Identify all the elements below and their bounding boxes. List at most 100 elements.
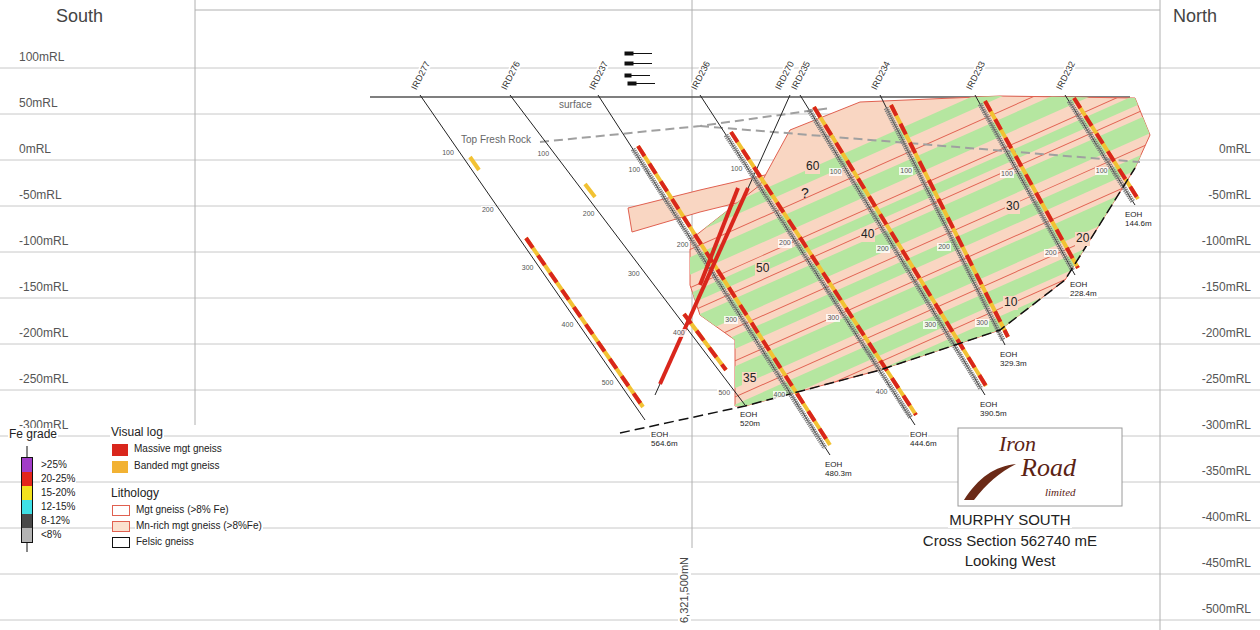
green-band bbox=[618, 181, 1260, 497]
frame-line bbox=[195, 0, 196, 425]
legend-text: >25% bbox=[40, 459, 68, 471]
section-subtitle: Cross Section 562740 mE bbox=[922, 532, 1098, 549]
depth-tick: 200 bbox=[1044, 249, 1058, 257]
drill-hole bbox=[880, 95, 1005, 345]
grade-logs bbox=[633, 101, 1133, 448]
depth-tick: 200 bbox=[778, 239, 792, 247]
boundary-line bbox=[615, 175, 1260, 480]
mark-line bbox=[633, 53, 652, 54]
eoh-label: EOH bbox=[739, 410, 758, 419]
domain-number: 60 bbox=[805, 160, 820, 174]
grade-log bbox=[726, 135, 911, 418]
eoh-label: EOH bbox=[979, 400, 998, 409]
mark bbox=[625, 52, 633, 55]
intercept-line bbox=[660, 188, 748, 384]
visual-log bbox=[731, 132, 916, 415]
grid-line bbox=[0, 574, 1260, 575]
northing-label: 6,321,500mN bbox=[678, 556, 691, 624]
collar-marks bbox=[625, 52, 655, 85]
eoh-depth: 329.3m bbox=[999, 359, 1028, 368]
mark-line bbox=[631, 75, 650, 76]
surface-label: surface bbox=[558, 99, 593, 111]
depth-tick: 300 bbox=[627, 270, 641, 278]
domain-boundaries bbox=[542, 11, 1260, 480]
mark bbox=[628, 82, 636, 85]
hole-name: IRD276 bbox=[499, 58, 523, 92]
grade-log bbox=[980, 104, 1073, 271]
drill-hole bbox=[1065, 95, 1135, 205]
depth-tick: 100 bbox=[536, 150, 550, 158]
eoh-depth: 444.6m bbox=[909, 439, 938, 448]
intercept-line bbox=[700, 188, 738, 285]
legend-swatch bbox=[22, 514, 32, 528]
legend-heading: Visual log bbox=[110, 426, 164, 440]
logo-box: IronRoadlimited bbox=[958, 428, 1122, 506]
stripe-group bbox=[531, 0, 1260, 497]
boundary-line bbox=[590, 120, 1260, 425]
hole-name: IRD277 bbox=[409, 58, 433, 92]
depth-tick: 100 bbox=[628, 166, 642, 174]
depth-tick: 100 bbox=[441, 149, 455, 157]
drill-hole bbox=[420, 95, 645, 420]
depth-tick: 300 bbox=[923, 321, 937, 329]
legend-swatch bbox=[112, 461, 128, 473]
legend-swatch bbox=[112, 521, 130, 532]
drill-hole bbox=[700, 95, 915, 425]
depth-tick: 400 bbox=[773, 391, 787, 399]
legend-swatch bbox=[112, 444, 128, 456]
depth-tick: 100 bbox=[730, 165, 744, 173]
rl-label: -450mRL bbox=[1201, 557, 1252, 571]
section-title: MURPHY SOUTH bbox=[948, 511, 1071, 528]
legend-text: 15-20% bbox=[40, 487, 76, 499]
visual-log bbox=[526, 238, 643, 407]
visual-log bbox=[1074, 98, 1138, 199]
rl-label: -500mRL bbox=[1201, 603, 1252, 617]
legend-text: Felsic gneiss bbox=[135, 536, 195, 548]
depth-tick: 400 bbox=[672, 329, 686, 337]
rl-label: -150mRL bbox=[18, 281, 69, 295]
legend-text: Mgt gneiss (>8% Fe) bbox=[135, 504, 230, 516]
eoh-depth: 390.5m bbox=[979, 409, 1008, 418]
drill-hole bbox=[975, 95, 1075, 275]
eoh-depth: 228.4m bbox=[1069, 289, 1098, 298]
direction-label: South bbox=[55, 6, 104, 27]
rl-grid bbox=[0, 68, 1260, 620]
rl-label: 100mRL bbox=[18, 51, 65, 65]
domain-number: 50 bbox=[755, 262, 770, 276]
visual-log bbox=[891, 105, 1008, 337]
legend-swatch bbox=[22, 458, 32, 472]
visual-logs-massive bbox=[526, 98, 1138, 445]
visual-log bbox=[985, 101, 1078, 268]
depth-tick: 200 bbox=[582, 210, 596, 218]
depth-tick: 200 bbox=[481, 206, 495, 214]
hole-name: IRD237 bbox=[587, 58, 611, 92]
logo-text: limited bbox=[1044, 486, 1077, 499]
depth-tick: 200 bbox=[937, 243, 951, 251]
bar-outline bbox=[22, 458, 33, 543]
legend-heading: Lithology bbox=[110, 487, 160, 501]
legend-text: 12-15% bbox=[40, 501, 76, 513]
depth-tick: 200 bbox=[676, 241, 690, 249]
ore-stripes bbox=[531, 0, 1260, 497]
boundary-line bbox=[556, 42, 1241, 347]
logo-swoosh bbox=[964, 464, 1016, 500]
query-mark: ? bbox=[800, 185, 810, 201]
depth-tick: 300 bbox=[521, 264, 535, 272]
legend-swatch bbox=[22, 500, 32, 514]
visual-log bbox=[638, 146, 830, 445]
eoh-label: EOH bbox=[909, 430, 928, 439]
legend-heading: Fe grade bbox=[8, 428, 58, 442]
domain-number: 30 bbox=[1005, 200, 1020, 214]
top-fresh-rock bbox=[540, 108, 1140, 162]
domain-number: 20 bbox=[1075, 232, 1090, 246]
depth-tick: 100 bbox=[899, 167, 913, 175]
legend-text: Banded mgt gneiss bbox=[133, 460, 221, 472]
fresh-rock-line bbox=[540, 108, 830, 142]
rl-label: -200mRL bbox=[18, 327, 69, 341]
rl-label: -50mRL bbox=[18, 189, 63, 203]
depth-tick: 300 bbox=[975, 319, 989, 327]
visual-log bbox=[638, 146, 830, 445]
depth-tick: 300 bbox=[724, 316, 738, 324]
visual-log bbox=[526, 238, 643, 407]
